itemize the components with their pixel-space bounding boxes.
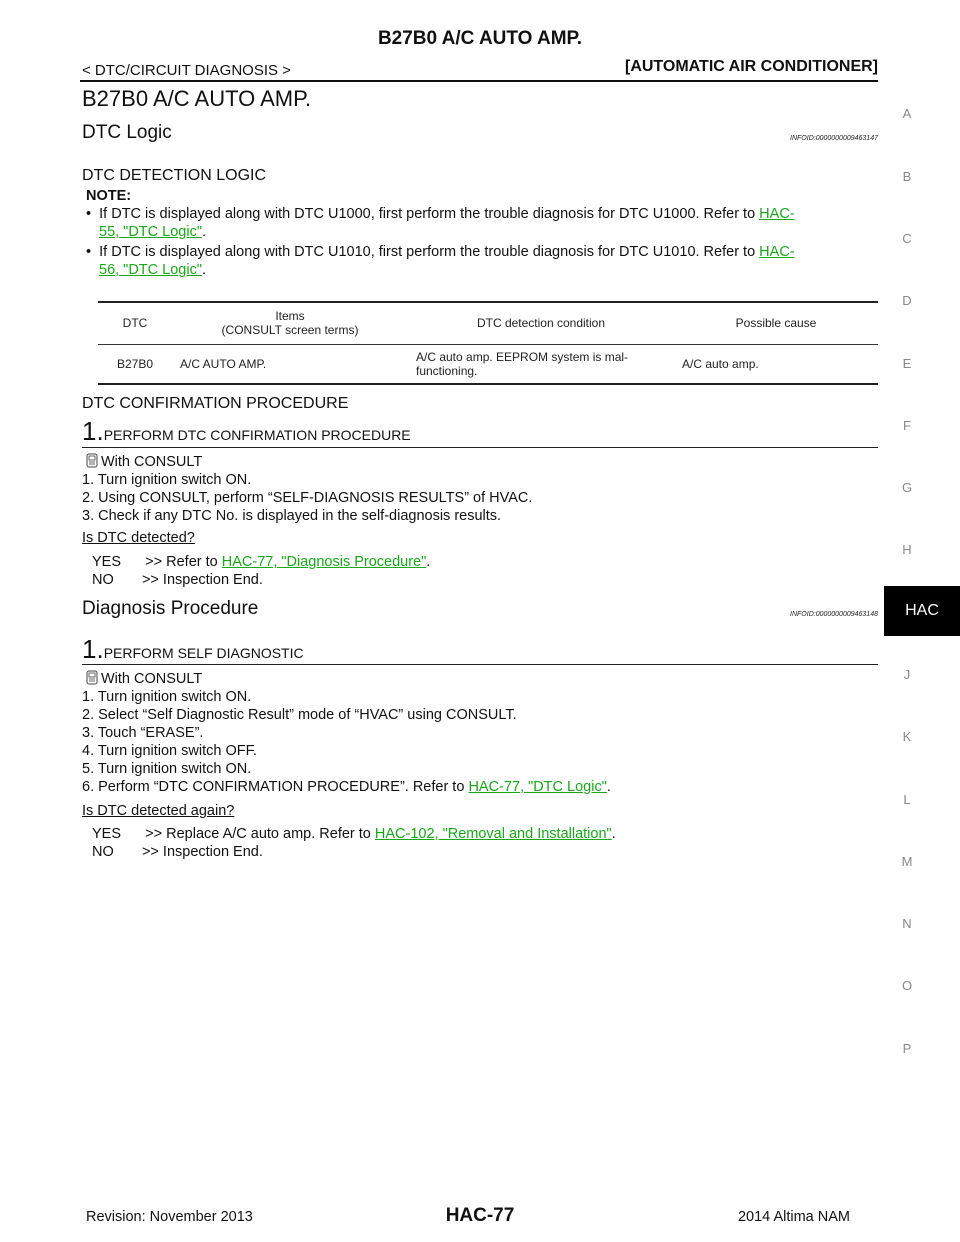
- side-index-n[interactable]: N: [902, 916, 912, 931]
- step-rule: [82, 664, 878, 665]
- no-answer: NO >> Inspection End.: [92, 844, 263, 860]
- list-item: 6. Perform “DTC CONFIRMATION PROCEDURE”.…: [82, 779, 611, 795]
- dtc-logic-heading: DTC Logic: [82, 122, 172, 143]
- side-index-l[interactable]: L: [903, 792, 911, 807]
- no-answer: NO >> Inspection End.: [92, 572, 263, 588]
- yes-answer: YES >> Refer to HAC-77, "Diagnosis Proce…: [92, 554, 431, 570]
- link-removal-installation[interactable]: HAC-102, "Removal and Installation": [374, 826, 612, 842]
- footer-model: 2014 Altima NAM: [737, 1209, 850, 1225]
- link-hac-56-cont[interactable]: 56, "DTC Logic": [99, 262, 202, 278]
- side-index-d[interactable]: D: [902, 293, 912, 308]
- link-hac-55-cont[interactable]: 55, "DTC Logic": [99, 224, 202, 240]
- side-index-hac-tab[interactable]: HAC: [884, 586, 960, 636]
- note-item-cont: 56, "DTC Logic".: [99, 262, 207, 278]
- consult-icon: [86, 453, 98, 468]
- dtc-logic-infoid: INFOID:0000000009463147: [790, 135, 878, 142]
- link-dtc-logic[interactable]: HAC-77, "DTC Logic": [468, 779, 607, 795]
- list-item: 5. Turn ignition switch ON.: [82, 761, 252, 777]
- cell-item: A/C AUTO AMP.: [180, 356, 267, 371]
- th-cause: Possible cause: [735, 316, 817, 331]
- side-index-h[interactable]: H: [902, 542, 912, 557]
- step-heading: 1.PERFORM DTC CONFIRMATION PROCEDURE: [82, 416, 411, 446]
- detection-logic-heading: DTC DETECTION LOGIC: [82, 167, 267, 184]
- cell-condition: A/C auto amp. EEPROM system is mal- func…: [416, 349, 629, 378]
- side-index-f[interactable]: F: [903, 418, 911, 433]
- note-item-cont: 55, "DTC Logic".: [99, 224, 207, 240]
- question: Is DTC detected?: [82, 530, 195, 546]
- side-index-p[interactable]: P: [902, 1041, 912, 1056]
- footer-revision: Revision: November 2013: [86, 1209, 253, 1225]
- th-items: Items (CONSULT screen terms): [221, 309, 359, 338]
- cell-dtc: B27B0: [116, 356, 154, 371]
- list-item: 2. Select “Self Diagnostic Result” mode …: [82, 707, 517, 723]
- list-item: 2. Using CONSULT, perform “SELF-DIAGNOSI…: [82, 490, 533, 506]
- side-index-e[interactable]: E: [902, 356, 912, 371]
- side-index-g[interactable]: G: [901, 480, 913, 495]
- question: Is DTC detected again?: [82, 803, 235, 819]
- note-item: • If DTC is displayed along with DTC U10…: [86, 244, 795, 260]
- page-number: HAC-77: [445, 1205, 515, 1226]
- with-consult: With CONSULT: [86, 670, 202, 688]
- dtc-table: DTC Items (CONSULT screen terms) DTC det…: [98, 301, 878, 385]
- list-item: 1. Turn ignition switch ON.: [82, 472, 252, 488]
- side-index-j[interactable]: J: [903, 667, 911, 682]
- side-index-k[interactable]: K: [902, 729, 912, 744]
- side-index-b[interactable]: B: [902, 169, 912, 184]
- list-item: 4. Turn ignition switch OFF.: [82, 743, 257, 759]
- th-dtc: DTC: [122, 316, 148, 331]
- step-rule: [82, 447, 878, 448]
- page-header-title: B27B0 A/C AUTO AMP.: [377, 28, 583, 49]
- link-hac-55[interactable]: HAC-: [759, 206, 795, 222]
- side-index-a[interactable]: A: [902, 106, 912, 121]
- link-hac-56[interactable]: HAC-: [759, 244, 795, 260]
- side-index-m[interactable]: M: [901, 854, 913, 869]
- side-index-o[interactable]: O: [901, 978, 913, 993]
- note-label: NOTE:: [86, 188, 132, 204]
- category-label: [AUTOMATIC AIR CONDITIONER]: [624, 58, 878, 75]
- header-rule: [80, 80, 878, 82]
- diagnosis-infoid: INFOID:0000000009463148: [790, 611, 878, 618]
- list-item: 3. Check if any DTC No. is displayed in …: [82, 508, 502, 524]
- yes-answer: YES >> Replace A/C auto amp. Refer to HA…: [92, 826, 616, 842]
- confirmation-heading: DTC CONFIRMATION PROCEDURE: [82, 395, 349, 412]
- main-title: B27B0 A/C AUTO AMP.: [82, 86, 312, 111]
- consult-icon: [86, 670, 98, 685]
- with-consult: With CONSULT: [86, 453, 202, 471]
- list-item: 1. Turn ignition switch ON.: [82, 689, 252, 705]
- th-condition: DTC detection condition: [476, 316, 606, 331]
- diagnosis-heading: Diagnosis Procedure: [82, 598, 259, 619]
- list-item: 3. Touch “ERASE”.: [82, 725, 204, 741]
- side-index-c[interactable]: C: [902, 231, 912, 246]
- link-diagnosis-procedure[interactable]: HAC-77, "Diagnosis Procedure": [221, 554, 427, 570]
- section-label: < DTC/CIRCUIT DIAGNOSIS >: [82, 62, 291, 79]
- cell-cause: A/C auto amp.: [682, 356, 759, 371]
- note-item: • If DTC is displayed along with DTC U10…: [86, 206, 795, 222]
- step-heading: 1.PERFORM SELF DIAGNOSTIC: [82, 634, 304, 664]
